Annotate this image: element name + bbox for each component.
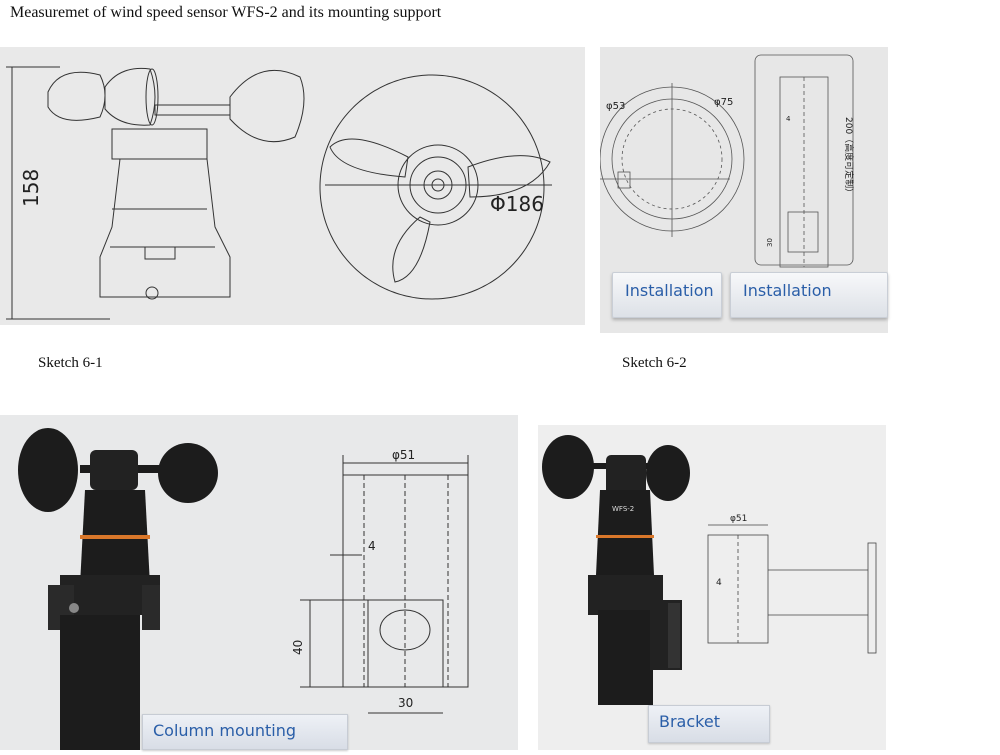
bracket-drawing: WFS-2 φ51 4: [542, 435, 877, 705]
sketch-6-2-caption: Sketch 6-2: [622, 355, 687, 371]
column-dim-40-label: 40: [291, 640, 305, 655]
height-dimension-label: 158: [19, 169, 43, 207]
installation-button-1[interactable]: Installation: [612, 272, 722, 318]
diameter-dimension-label: Φ186: [490, 192, 544, 216]
column-dim-30-label: 30: [398, 696, 413, 710]
installation-button-2[interactable]: Installation: [730, 272, 888, 318]
column-mounting-panel: φ51 4 40 30: [0, 415, 518, 750]
sketch-6-1-caption: Sketch 6-1: [38, 355, 103, 371]
bracket-label: Bracket: [648, 705, 770, 743]
page-title: Measuremet of wind speed sensor WFS-2 an…: [10, 4, 442, 21]
installation-button-2-label: Installation: [743, 281, 832, 300]
sketch-6-1-drawing: 158 Φ186: [6, 66, 552, 320]
column-dim-4-label: 4: [368, 539, 376, 553]
bracket-dim-4-label: 4: [716, 578, 722, 588]
column-mounting-drawing: φ51 4 40 30: [18, 428, 469, 750]
small-4-label: 4: [786, 115, 791, 123]
sketch-6-1-panel: 158 Φ186: [0, 47, 585, 325]
anemometer-photo: [18, 428, 218, 750]
bracket-brand-label: WFS-2: [612, 505, 634, 513]
column-mounting-label: Column mounting: [142, 714, 348, 750]
column-phi51-label: φ51: [392, 448, 415, 462]
anemometer-bracket-photo: [542, 435, 690, 705]
phi75-label: φ75: [714, 97, 733, 108]
bracket-panel: WFS-2 φ51 4: [538, 425, 886, 750]
height-200-label: 200（高度可定制）: [843, 117, 855, 197]
phi53-label: φ53: [606, 101, 625, 112]
bracket-phi51-label: φ51: [730, 514, 747, 524]
sketch-6-2-drawing: φ53 φ75 200（高度可定制） 4 30: [599, 54, 855, 268]
installation-button-1-label: Installation: [625, 281, 714, 300]
dim-30-label: 30: [766, 238, 774, 247]
